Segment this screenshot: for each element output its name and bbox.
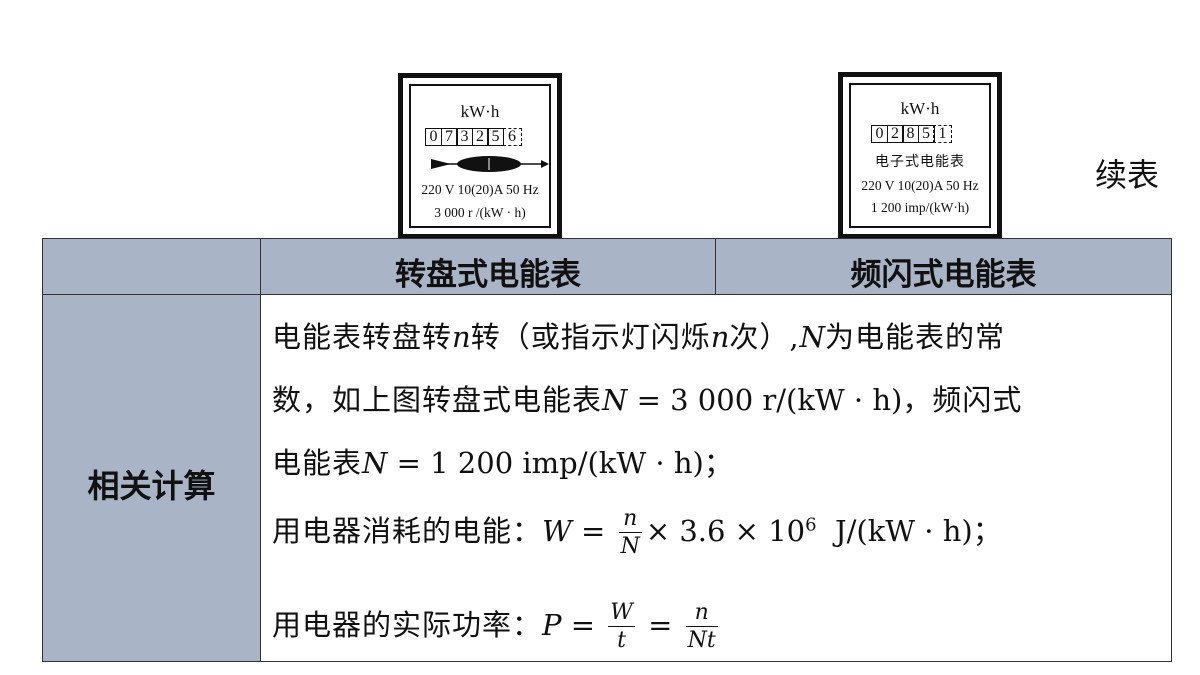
meter-constant: 1 200 imp/(kW·h) bbox=[870, 200, 970, 215]
math-var: n bbox=[710, 320, 730, 354]
digit-decimal: 1 bbox=[933, 125, 952, 143]
text: 转（或指示灯闪烁 bbox=[470, 320, 711, 354]
meter-spec: 220 V 10(20)A 50 Hz bbox=[421, 182, 539, 197]
rotary-meter-face: kW·h 0 7 3 2 5 6 220 V 10(20)A 50 Hz 3 0… bbox=[409, 84, 551, 228]
rotary-disc-icon bbox=[431, 156, 549, 172]
text: 用电器的实际功率： bbox=[272, 608, 543, 642]
denominator: N bbox=[620, 534, 640, 559]
math-expression: = 1 200 imp/(kW · h) bbox=[387, 446, 704, 480]
math-operator: = bbox=[571, 514, 615, 548]
column-header: 转盘式电能表 bbox=[395, 257, 581, 293]
text: 数，如上图转盘式电能表 bbox=[272, 383, 603, 417]
meter-unit-label: kW·h bbox=[900, 99, 940, 118]
math-var: P bbox=[542, 608, 562, 642]
meter-reading-digits: 0 2 8 5 1 bbox=[871, 125, 952, 143]
text: 为电能表的常 bbox=[825, 320, 1006, 354]
comparison-table: 转盘式电能表 频闪式电能表 相关计算 bbox=[42, 238, 1172, 662]
math-var: N bbox=[362, 446, 388, 480]
continued-label: 续表 bbox=[1095, 156, 1160, 194]
column-header: 频闪式电能表 bbox=[850, 257, 1037, 293]
digit: 5 bbox=[487, 128, 504, 146]
meter-reading-digits: 0 7 3 2 5 6 bbox=[425, 128, 522, 146]
math-expression: = 3 000 r/(kW · h) bbox=[627, 383, 903, 417]
text: ，频闪式 bbox=[902, 383, 1023, 417]
digit: 2 bbox=[471, 128, 489, 146]
math-unit: J/(kW · h) bbox=[816, 514, 973, 548]
math-expression: × 3.6 × 10 bbox=[645, 514, 806, 548]
meter-unit-label: kW·h bbox=[460, 102, 500, 121]
header-rotary-meter: 转盘式电能表 bbox=[260, 238, 716, 295]
text: 电能表 bbox=[272, 446, 363, 480]
digit: 3 bbox=[456, 128, 473, 146]
row-label: 相关计算 bbox=[87, 467, 216, 505]
numerator: n bbox=[685, 602, 718, 627]
flash-meter-face: kW·h 0 2 8 5 1 电子式电能表 220 V 10(20)A 50 H… bbox=[849, 83, 991, 228]
text: 电能表转盘转 bbox=[272, 320, 453, 354]
math-var: N bbox=[602, 383, 628, 417]
rotary-meter-figure: kW·h 0 7 3 2 5 6 220 V 10(20)A 50 Hz 3 0… bbox=[398, 73, 562, 239]
digit: 8 bbox=[902, 125, 919, 143]
digit: 7 bbox=[440, 128, 458, 146]
math-operator: = bbox=[561, 608, 605, 642]
header-corner-cell bbox=[42, 238, 261, 295]
numerator: W bbox=[608, 600, 635, 627]
text: ； bbox=[703, 446, 734, 480]
text-line-1: 电能表转盘转n转（或指示灯闪烁n次）,N为电能表的常 bbox=[272, 314, 1005, 356]
calculation-content-cell bbox=[260, 294, 1172, 662]
text: 用电器消耗的电能： bbox=[272, 514, 543, 548]
text-line-3: 电能表N = 1 200 imp/(kW · h)； bbox=[272, 440, 734, 482]
row-label-cell: 相关计算 bbox=[42, 294, 261, 662]
digit: 0 bbox=[871, 125, 888, 143]
flash-meter-figure: kW·h 0 2 8 5 1 电子式电能表 220 V 10(20)A 50 H… bbox=[838, 72, 1002, 239]
denominator: Nt bbox=[687, 628, 716, 653]
header-flash-meter: 频闪式电能表 bbox=[715, 238, 1172, 295]
text: ； bbox=[972, 514, 1003, 548]
digit-decimal: 6 bbox=[502, 128, 522, 146]
text-line-2: 数，如上图转盘式电能表N = 3 000 r/(kW · h)，频闪式 bbox=[272, 377, 1022, 419]
math-var: N bbox=[799, 320, 825, 354]
math-operator: = bbox=[638, 608, 682, 642]
exponent: 6 bbox=[805, 514, 817, 536]
meter-type-name: 电子式电能表 bbox=[875, 154, 965, 170]
digit: 5 bbox=[917, 125, 935, 143]
numerator: n bbox=[618, 508, 642, 533]
digit: 0 bbox=[425, 128, 442, 146]
digit: 2 bbox=[886, 125, 904, 143]
text: 次）, bbox=[729, 320, 800, 354]
math-var: W bbox=[542, 514, 572, 548]
denominator: t bbox=[617, 628, 627, 653]
math-var: n bbox=[452, 320, 471, 354]
meter-spec: 220 V 10(20)A 50 Hz bbox=[861, 178, 979, 193]
meter-constant: 3 000 r /(kW · h) bbox=[434, 205, 526, 220]
